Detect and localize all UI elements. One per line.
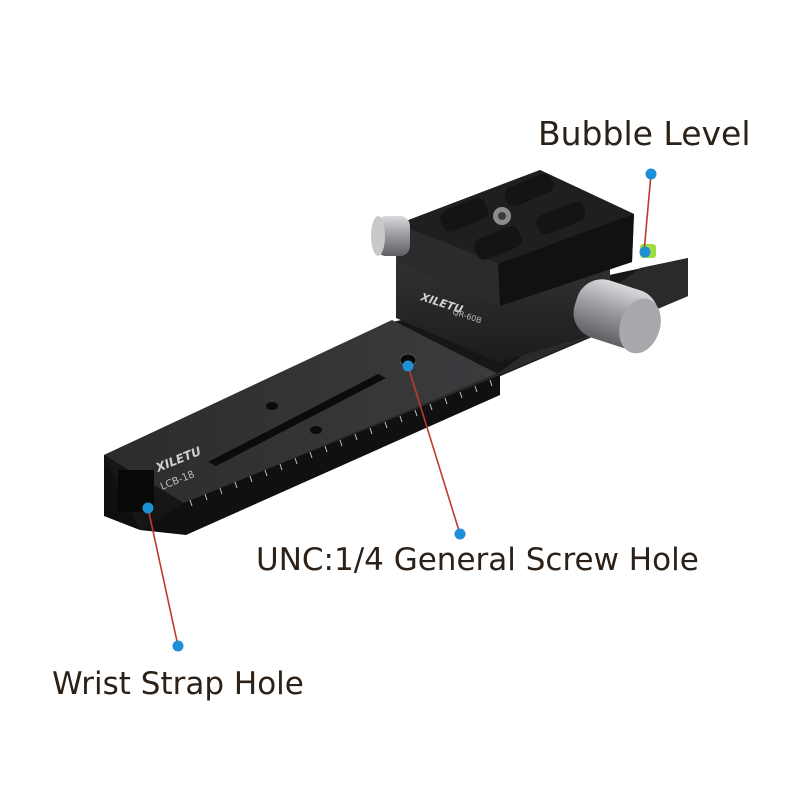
screw-hole-dot-bottom: [454, 528, 466, 540]
screw-hole-dot-top: [402, 360, 414, 372]
wrist-strap-leader: [147, 507, 179, 647]
mounting-screw: [493, 207, 511, 225]
bubble-level-label: Bubble Level: [538, 114, 751, 153]
bubble-level-leader: [643, 173, 652, 253]
wrist-strap-hole-label: Wrist Strap Hole: [52, 666, 304, 702]
screw-hole-leader: [407, 365, 461, 535]
wrist-strap-dot-bottom: [172, 640, 184, 652]
clamp-knob-left: [371, 216, 410, 256]
scale-markings: [189, 379, 493, 507]
callout-leaders: [147, 173, 652, 647]
wrist-strap-dot-top: [142, 502, 154, 514]
bubble-level-dot-bottom: [639, 246, 651, 258]
clamp-knob-right: [573, 279, 661, 354]
rubber-pads: [440, 173, 586, 260]
rail-slot: [208, 374, 386, 466]
screw-hole-label: UNC:1/4 General Screw Hole: [256, 542, 699, 578]
bubble-level-dot-top: [645, 168, 657, 180]
callout-dots: [142, 168, 657, 652]
